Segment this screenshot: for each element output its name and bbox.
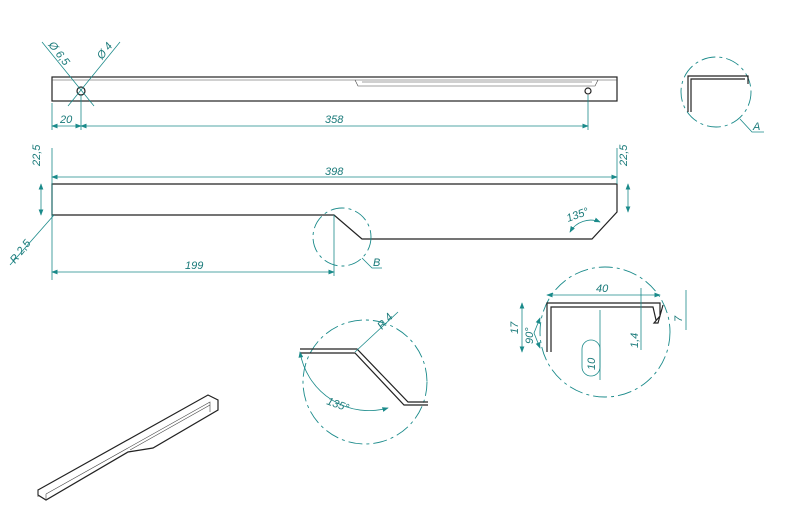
hole-large-label: Ø 6,5 [45,39,72,69]
section-angle: 90° [524,327,536,344]
section-height: 17 [509,321,521,334]
isometric-view [37,394,219,501]
detail-b-angle: 135° [325,396,351,415]
section-thickness: 1,4 [629,333,641,348]
detail-b-label: B [373,257,380,269]
detail-section: 40 17 90° 1,4 7 10 [509,266,687,398]
detail-b: R 4 135° [298,311,428,445]
dim-half: 199 [185,260,203,272]
radius-label: R 2,5 [8,237,34,266]
dim-offset: 20 [59,114,73,126]
detail-b-radius: R 4 [375,311,395,332]
section-slot: 10 [586,357,598,370]
dim-height-right: 22,5 [618,144,630,167]
top-view: Ø 6,5 Ø 4 20 358 [41,39,618,130]
angle-label: 135° [565,206,591,225]
hole-small-label: Ø 4 [94,40,115,62]
section-lip: 7 [673,315,685,322]
dim-holes: 358 [325,114,344,126]
dim-height-left: 22,5 [31,144,43,167]
side-view: 22,5 22,5 398 R 2,5 199 135° B [8,144,631,280]
hole-right [584,87,592,95]
dim-length: 398 [325,166,344,178]
detail-a-label: A [752,121,760,133]
section-width: 40 [596,283,609,295]
detail-a: A [680,56,764,133]
detail-b-circle [312,207,372,267]
